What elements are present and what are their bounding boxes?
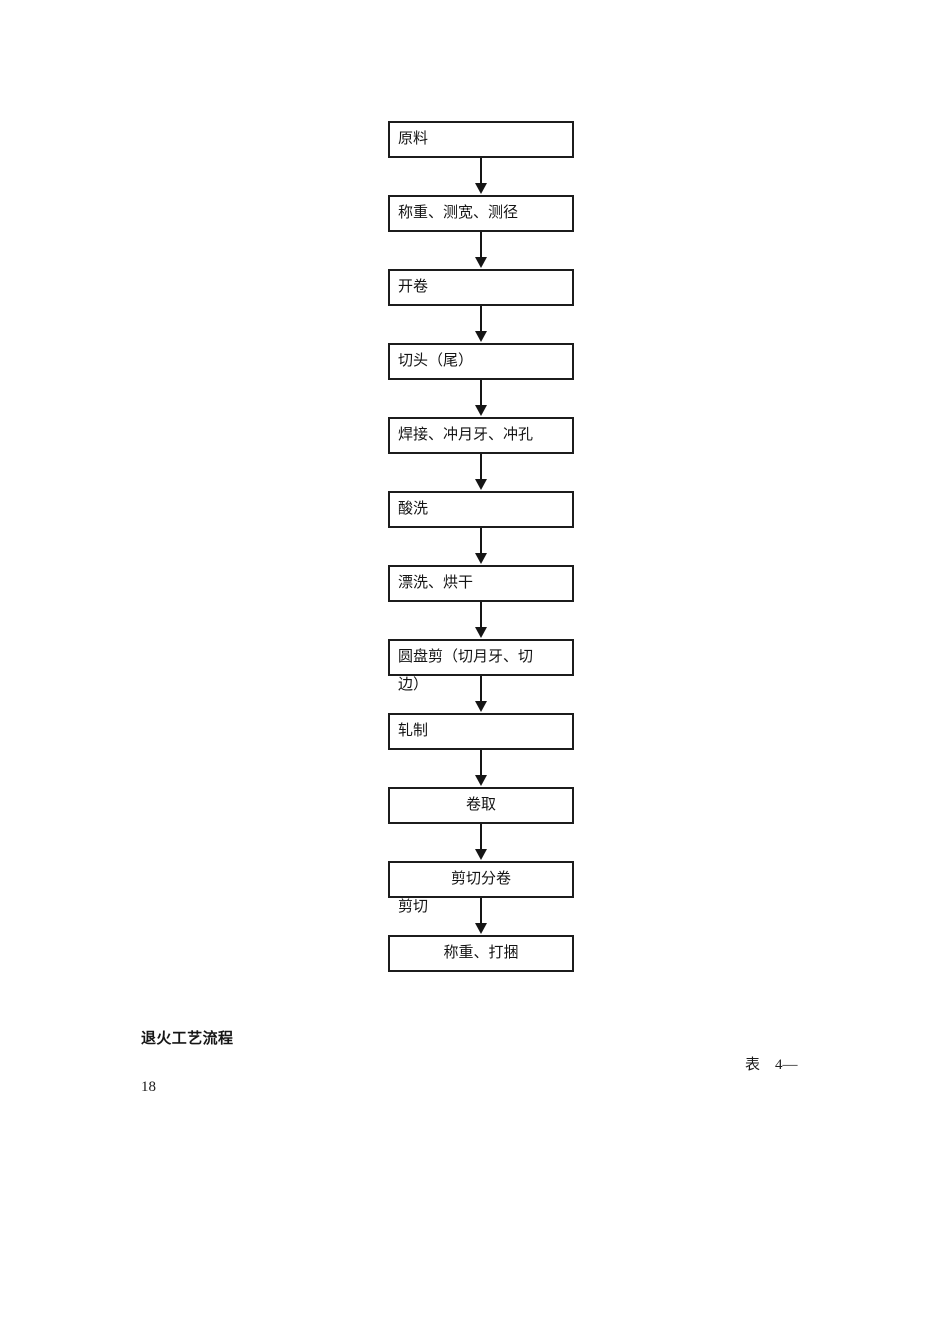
flow-node-label-overflow: 剪切 <box>398 899 429 915</box>
flow-connector-arrow <box>388 824 574 861</box>
flow-node-label: 漂洗、烘干 <box>398 575 474 591</box>
down-arrow-icon <box>475 701 487 712</box>
arrow-stem <box>480 898 482 925</box>
arrow-stem <box>480 676 482 703</box>
table-label: 表 4— <box>745 1057 798 1073</box>
flow-connector-arrow <box>388 158 574 195</box>
process-flowchart: 原料称重、测宽、测径开卷切头（尾） 焊接、冲月牙、冲孔酸洗漂洗、烘干圆盘剪（切月牙… <box>388 121 574 972</box>
down-arrow-icon <box>475 479 487 490</box>
flowchart-caption-heading: 退火工艺流程 <box>141 1029 234 1047</box>
arrow-stem <box>480 750 482 777</box>
flow-node-label: 切头（尾） <box>398 353 474 369</box>
arrow-stem <box>480 232 482 259</box>
flow-node-crop-head-tail: 切头（尾） <box>388 343 574 380</box>
flow-node-label: 酸洗 <box>398 501 429 517</box>
flow-connector-arrow <box>388 602 574 639</box>
flow-node-rinse-dry: 漂洗、烘干 <box>388 565 574 602</box>
down-arrow-icon <box>475 553 487 564</box>
flow-node-pickling: 酸洗 <box>388 491 574 528</box>
flow-node-weigh-bundle: 称重、打捆 <box>388 935 574 972</box>
flow-node-shear-slit: 剪切分卷剪切 <box>388 861 574 915</box>
flow-node-label: 圆盘剪（切月牙、切边） <box>398 643 564 699</box>
down-arrow-icon <box>475 775 487 786</box>
flow-connector-arrow <box>388 676 574 713</box>
flow-connector-arrow <box>388 750 574 787</box>
flow-node-disc-shear: 圆盘剪（切月牙、切边） <box>388 639 574 693</box>
down-arrow-icon <box>475 183 487 194</box>
flow-node-label: 原料 <box>398 131 429 147</box>
flow-node-weigh-measure: 称重、测宽、测径 <box>388 195 574 232</box>
flow-node-coiling: 卷取 <box>388 787 574 824</box>
arrow-stem <box>480 380 482 407</box>
flow-node-label: 轧制 <box>398 723 429 739</box>
flow-node-label: 卷取 <box>465 797 496 813</box>
arrow-stem <box>480 528 482 555</box>
arrow-stem <box>480 824 482 851</box>
flow-connector-arrow <box>388 454 574 491</box>
flow-node-label-overflow: 边） <box>398 677 429 693</box>
flow-node-label: 剪切分卷剪切 <box>398 865 564 921</box>
flow-connector-arrow <box>388 528 574 565</box>
flow-connector-arrow <box>388 306 574 343</box>
down-arrow-icon <box>475 849 487 860</box>
flow-node-raw-material: 原料 <box>388 121 574 158</box>
flow-node-label: 焊接、冲月牙、冲孔 <box>398 427 534 443</box>
flow-connector-arrow <box>388 380 574 417</box>
flow-node-weld-punch: 焊接、冲月牙、冲孔 <box>388 417 574 454</box>
down-arrow-icon <box>475 331 487 342</box>
flow-node-label: 称重、测宽、测径 <box>398 205 519 221</box>
down-arrow-icon <box>475 257 487 268</box>
flow-node-label: 开卷 <box>398 279 429 295</box>
arrow-stem <box>480 454 482 481</box>
arrow-stem <box>480 158 482 185</box>
flow-connector-arrow <box>388 898 574 935</box>
flow-node-uncoil: 开卷 <box>388 269 574 306</box>
flow-connector-arrow <box>388 232 574 269</box>
arrow-stem <box>480 602 482 629</box>
page-number: 18 <box>141 1079 156 1095</box>
down-arrow-icon <box>475 405 487 416</box>
flow-node-rolling: 轧制 <box>388 713 574 750</box>
flow-node-label: 称重、打捆 <box>443 945 519 961</box>
down-arrow-icon <box>475 923 487 934</box>
arrow-stem <box>480 306 482 333</box>
down-arrow-icon <box>475 627 487 638</box>
